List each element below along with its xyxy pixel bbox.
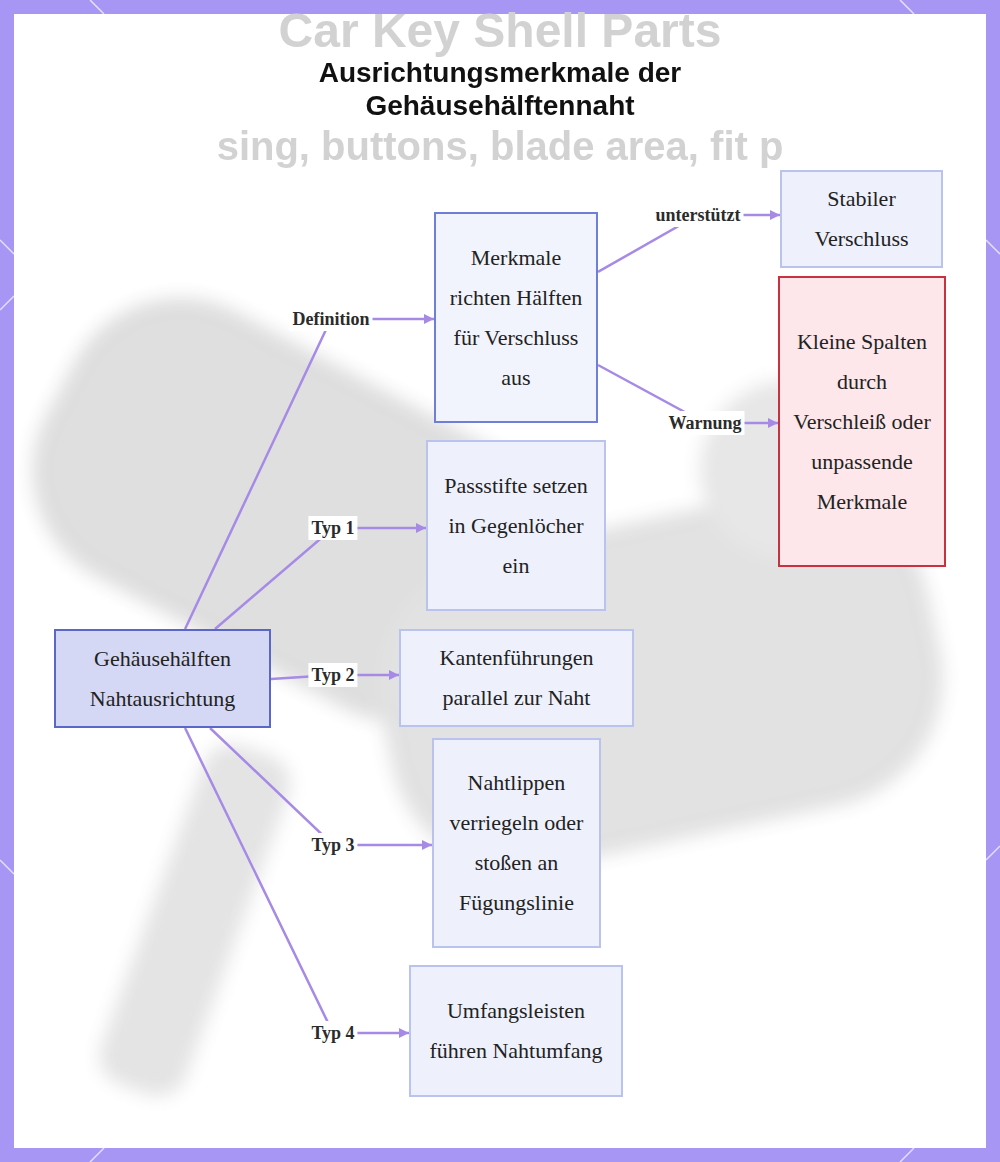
edge-label: Typ 1 — [308, 516, 357, 540]
concept-box: Stabiler Verschluss — [780, 170, 943, 268]
concept-box: Nahtlippen verriegeln oder stoßen an Füg… — [432, 738, 601, 948]
edge-label: unterstützt — [653, 203, 744, 227]
edge-label: Typ 2 — [308, 663, 357, 687]
box-text: Passstifte setzen in Gegenlöcher ein — [440, 466, 592, 586]
box-text: Merkmale richten Hälften für Verschluss … — [448, 238, 584, 398]
connector-arrow — [185, 319, 434, 629]
edge-label: Definition — [289, 307, 372, 331]
connector-arrow — [210, 728, 432, 845]
connector-arrow — [185, 728, 409, 1033]
box-text: Kantenführungen parallel zur Naht — [413, 638, 620, 718]
box-text: Gehäusehälften Nahtausrichtung — [68, 639, 257, 719]
concept-box: Kantenführungen parallel zur Naht — [399, 629, 634, 727]
concept-box: Kleine Spalten durch Verschleiß oder unp… — [778, 276, 946, 567]
edge-label: Typ 4 — [308, 1021, 357, 1045]
watermark-text: sing, buttons, blade area, fit p — [0, 124, 1000, 168]
concept-box: Passstifte setzen in Gegenlöcher ein — [426, 440, 606, 611]
box-text: Nahtlippen verriegeln oder stoßen an Füg… — [446, 763, 587, 923]
edge-label: Warnung — [665, 411, 744, 435]
concept-box: Merkmale richten Hälften für Verschluss … — [434, 212, 598, 423]
box-text: Umfangsleisten führen Nahtumfang — [423, 991, 609, 1071]
connector-arrow — [215, 528, 426, 629]
root-box: Gehäusehälften Nahtausrichtung — [54, 629, 271, 728]
edge-label: Typ 3 — [308, 833, 357, 857]
box-text: Stabiler Verschluss — [794, 179, 929, 259]
concept-box: Umfangsleisten führen Nahtumfang — [409, 965, 623, 1097]
box-text: Kleine Spalten durch Verschleiß oder unp… — [792, 322, 932, 522]
watermark-text: Car Key Shell Parts — [0, 4, 1000, 58]
diagram-title: Ausrichtungsmerkmale der Gehäusehälftenn… — [250, 56, 750, 122]
